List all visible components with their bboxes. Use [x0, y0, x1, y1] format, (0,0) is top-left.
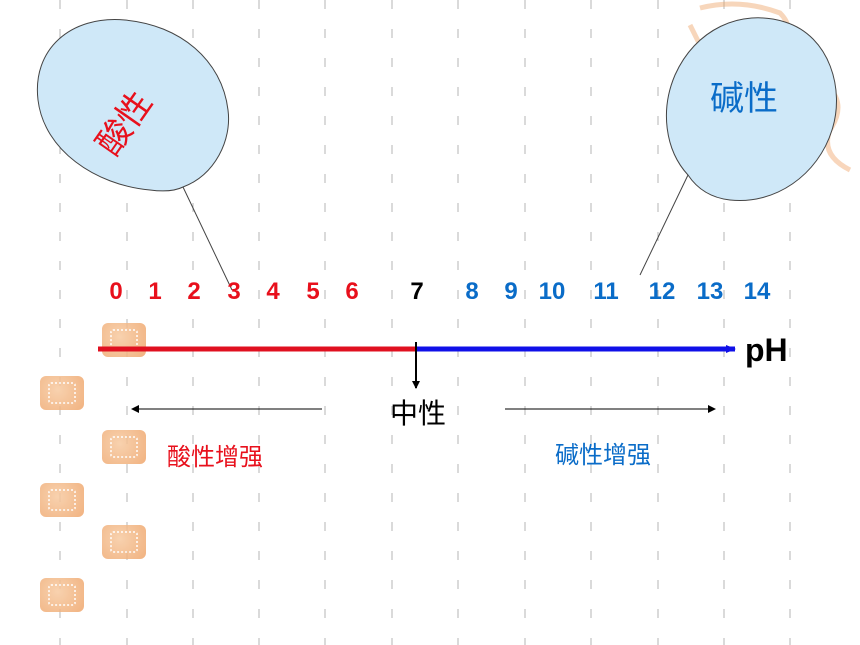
ph-tick-label: 3	[227, 278, 241, 305]
stamp-icon	[102, 525, 146, 559]
ph-tick-label: 14	[743, 278, 771, 305]
stamp-icon	[40, 483, 84, 517]
stamp-icon	[40, 376, 84, 410]
neutral-label: 中性	[390, 397, 447, 430]
ph-tick-label: 0	[109, 278, 123, 305]
ph-tick-label: 10	[538, 278, 566, 305]
ph-tick-label: 2	[187, 278, 201, 305]
ph-axis-label: pH	[745, 332, 788, 368]
ph-tick-label: 13	[696, 278, 724, 305]
base-increasing-label: 碱性增强	[555, 441, 651, 469]
ph-tick-label: 7	[410, 278, 424, 305]
ph-tick-label: 5	[306, 278, 320, 305]
ph-tick-label: 12	[648, 278, 676, 305]
ph-tick-label: 11	[593, 278, 619, 305]
ph-tick-label: 4	[266, 278, 280, 305]
base-bubble-label: 碱性	[710, 79, 778, 119]
ph-tick-label: 8	[465, 278, 479, 305]
stamp-icon	[102, 430, 146, 464]
ph-tick-label: 1	[148, 278, 162, 305]
acid-speech-bubble	[36, 19, 233, 291]
base-speech-bubble	[639, 17, 838, 276]
stamp-icon	[40, 578, 84, 612]
ph-tick-label: 6	[345, 278, 359, 305]
acid-increasing-label: 酸性增强	[167, 443, 263, 471]
ph-tick-label: 9	[504, 278, 518, 305]
